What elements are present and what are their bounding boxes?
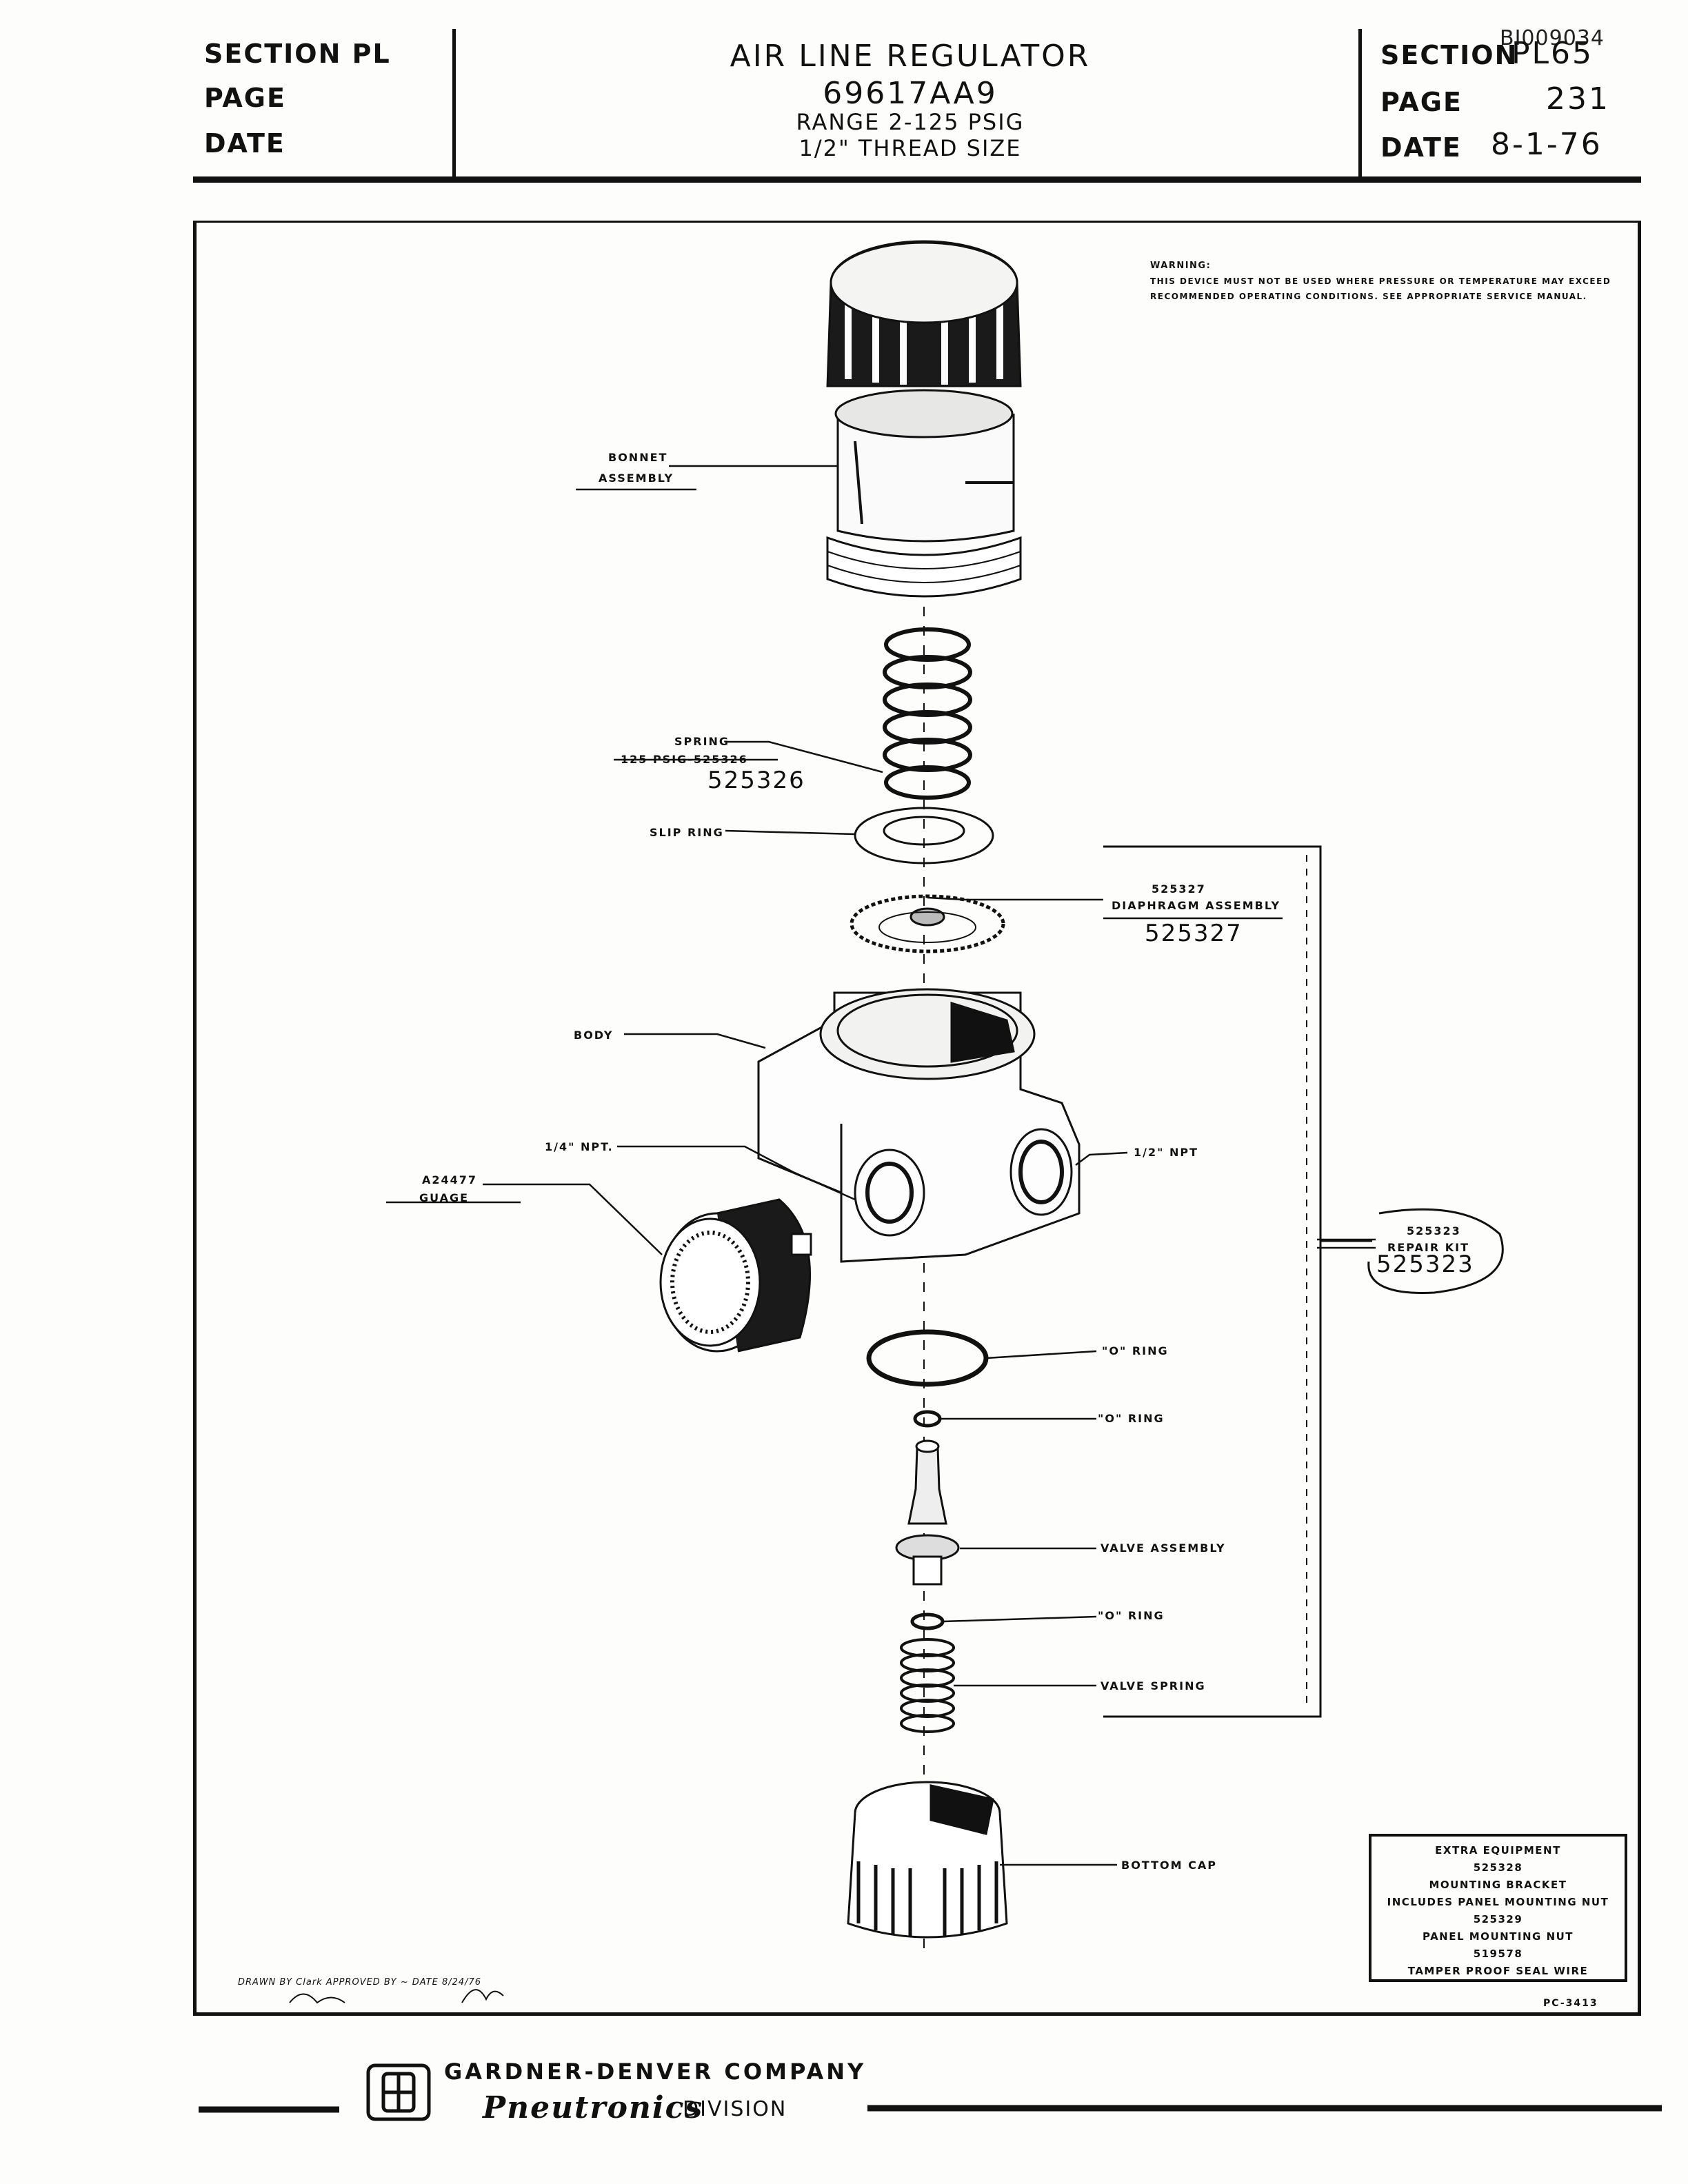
- footer-division-word: DIVISION: [683, 2097, 787, 2121]
- o-ring-valve-drawing: [910, 1612, 945, 1630]
- label-bonnet-line2: ASSEMBLY: [599, 472, 674, 485]
- handwritten-spring-number: 525326: [707, 767, 805, 794]
- label-body: BODY: [574, 1029, 614, 1042]
- label-repair-kit-line2: REPAIR KIT: [1387, 1241, 1469, 1254]
- extra-equipment-line6: 519578: [1473, 1948, 1523, 1960]
- drawing-code: PC-3413: [1543, 1998, 1598, 2009]
- signature-line: DRAWN BY Clark APPROVED BY ~ DATE 8/24/7…: [238, 1977, 482, 1988]
- drawing-frame: [193, 221, 1641, 2016]
- label-bonnet-line1: BONNET: [608, 451, 668, 464]
- o-ring-large-drawing: [866, 1329, 989, 1387]
- header-date-label: DATE: [204, 128, 285, 159]
- label-gauge-line1: A24477: [422, 1173, 478, 1186]
- header-section-value: PL65: [1511, 36, 1594, 71]
- header-right-page-label: PAGE: [1380, 87, 1463, 117]
- label-spring-line1: SPRING: [674, 735, 730, 748]
- header-thread-size: 1/2" THREAD SIZE: [798, 135, 1022, 161]
- label-slip-ring: SLIP RING: [650, 826, 724, 839]
- spring-drawing: [883, 627, 972, 800]
- header-range: RANGE 2-125 PSIG: [796, 109, 1025, 135]
- label-npt-quarter: 1/4" NPT.: [545, 1140, 614, 1153]
- footer-division-name: Pneutronics: [483, 2090, 704, 2125]
- header-date-value: 8-1-76: [1491, 127, 1602, 162]
- extra-equipment-line2: MOUNTING BRACKET: [1429, 1879, 1567, 1891]
- label-bottom-cap: BOTTOM CAP: [1121, 1859, 1217, 1872]
- valve-assembly-drawing: [895, 1439, 960, 1586]
- label-npt-half: 1/2" NPT: [1134, 1146, 1199, 1159]
- document-id: BI009034: [1500, 26, 1605, 50]
- extra-equipment-line1: 525328: [1473, 1861, 1523, 1874]
- body-drawing: [757, 988, 1081, 1263]
- header-right-section-label: SECTION: [1380, 40, 1518, 70]
- slip-ring-drawing: [854, 807, 994, 865]
- label-repair-kit-line1: 525323: [1407, 1224, 1461, 1237]
- label-valve-spring: VALVE SPRING: [1101, 1679, 1206, 1692]
- warning-title: WARNING:: [1150, 261, 1212, 271]
- valve-spring-drawing: [900, 1638, 955, 1733]
- header-section-label: SECTION PL: [204, 39, 391, 69]
- label-o-ring-3: "O" RING: [1098, 1609, 1165, 1622]
- handwritten-repair-kit-number: 525323: [1376, 1251, 1474, 1278]
- label-diaphragm-line2: DIAPHRAGM ASSEMBLY: [1112, 899, 1281, 912]
- label-diaphragm-line1: 525327: [1152, 882, 1206, 896]
- extra-equipment-line3: INCLUDES PANEL MOUNTING NUT: [1387, 1896, 1609, 1908]
- footer-company-name: GARDNER-DENVER COMPANY: [444, 2059, 867, 2085]
- gauge-drawing: [659, 1198, 812, 1353]
- label-o-ring-1: "O" RING: [1102, 1344, 1169, 1357]
- header-title: AIR LINE REGULATOR: [730, 39, 1091, 74]
- warning-note: WARNING: THIS DEVICE MUST NOT BE USED WH…: [1150, 259, 1647, 304]
- header-rule: [193, 176, 1641, 183]
- extra-equipment-line7: TAMPER PROOF SEAL WIRE: [1407, 1965, 1589, 1977]
- label-valve-assembly: VALVE ASSEMBLY: [1101, 1541, 1226, 1555]
- o-ring-small-drawing: [913, 1410, 942, 1428]
- extra-equipment-line4: 525329: [1473, 1913, 1523, 1925]
- bottom-cap-drawing: [847, 1781, 1008, 1939]
- diaphragm-drawing: [850, 894, 1005, 953]
- label-spring-line2: 125 PSIG-525326: [621, 753, 748, 766]
- header-right-date-label: DATE: [1380, 132, 1462, 163]
- label-gauge-line2: GUAGE: [419, 1191, 470, 1204]
- company-logo-icon: [366, 2063, 431, 2121]
- header-model-number: 69617AA9: [823, 76, 998, 111]
- extra-equipment-box: EXTRA EQUIPMENT 525328 MOUNTING BRACKET …: [1369, 1834, 1627, 1982]
- label-o-ring-2: "O" RING: [1098, 1412, 1165, 1425]
- header-page-label: PAGE: [204, 83, 286, 113]
- extra-equipment-title: EXTRA EQUIPMENT: [1435, 1844, 1561, 1857]
- handwritten-diaphragm-number: 525327: [1145, 920, 1243, 947]
- bonnet-assembly-drawing: [826, 240, 1022, 598]
- header-divider-left: [452, 29, 456, 179]
- header-divider-right: [1358, 29, 1362, 179]
- warning-text: THIS DEVICE MUST NOT BE USED WHERE PRESS…: [1150, 276, 1611, 301]
- header-page-value: 231: [1546, 81, 1610, 117]
- extra-equipment-line5: PANEL MOUNTING NUT: [1422, 1930, 1574, 1943]
